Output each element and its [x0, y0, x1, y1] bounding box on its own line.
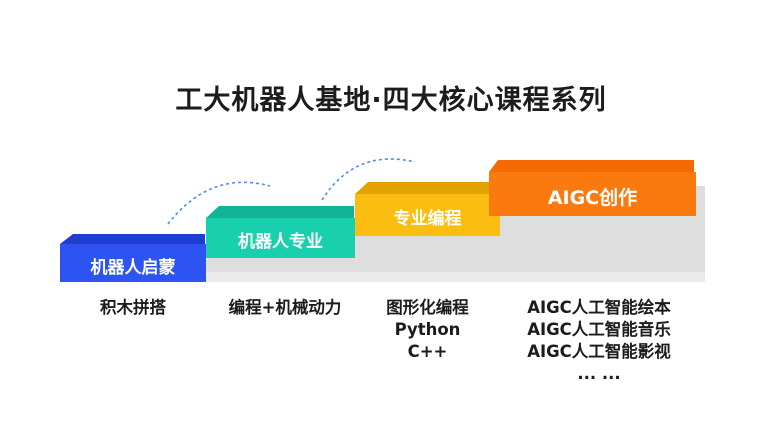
- step-3-top: [355, 182, 499, 194]
- stage-3-label: 专业编程: [393, 209, 462, 229]
- connector-arc-1: [167, 181, 271, 225]
- course-item: AIGC人工智能音乐: [527, 320, 671, 339]
- step-3-block: [355, 194, 500, 236]
- connector-arc-2: [321, 158, 416, 201]
- step-2-block: [206, 218, 355, 258]
- stage-4-label: AIGC创作: [547, 187, 638, 209]
- course-item: 图形化编程: [386, 298, 469, 317]
- step-4-block: [489, 172, 696, 216]
- course-item: 积木拼搭: [100, 298, 166, 317]
- course-item: 编程+机械动力: [228, 298, 342, 317]
- course-item: C++: [407, 342, 448, 361]
- course-item: ... ...: [577, 364, 621, 383]
- course-item: AIGC人工智能绘本: [527, 298, 671, 317]
- stair-base-highlight: [60, 272, 705, 282]
- step-4-top: [489, 160, 694, 172]
- stage-4-courses: AIGC人工智能绘本 AIGC人工智能音乐 AIGC人工智能影视 ... ...: [489, 297, 709, 385]
- diagram-title: 工大机器人基地·四大核心课程系列: [175, 85, 607, 116]
- course-item: AIGC人工智能影视: [527, 342, 671, 361]
- stage-1-courses: 积木拼搭: [60, 297, 206, 319]
- step-1-block: [60, 244, 206, 282]
- stage-2-courses: 编程+机械动力: [200, 297, 370, 319]
- step-1-top: [60, 234, 205, 244]
- stage-3-courses: 图形化编程 Python C++: [355, 297, 500, 363]
- step-2-top: [206, 206, 354, 218]
- course-item: Python: [394, 320, 461, 339]
- stage-2-label: 机器人专业: [238, 232, 323, 252]
- stage-1-label: 机器人启蒙: [90, 258, 176, 278]
